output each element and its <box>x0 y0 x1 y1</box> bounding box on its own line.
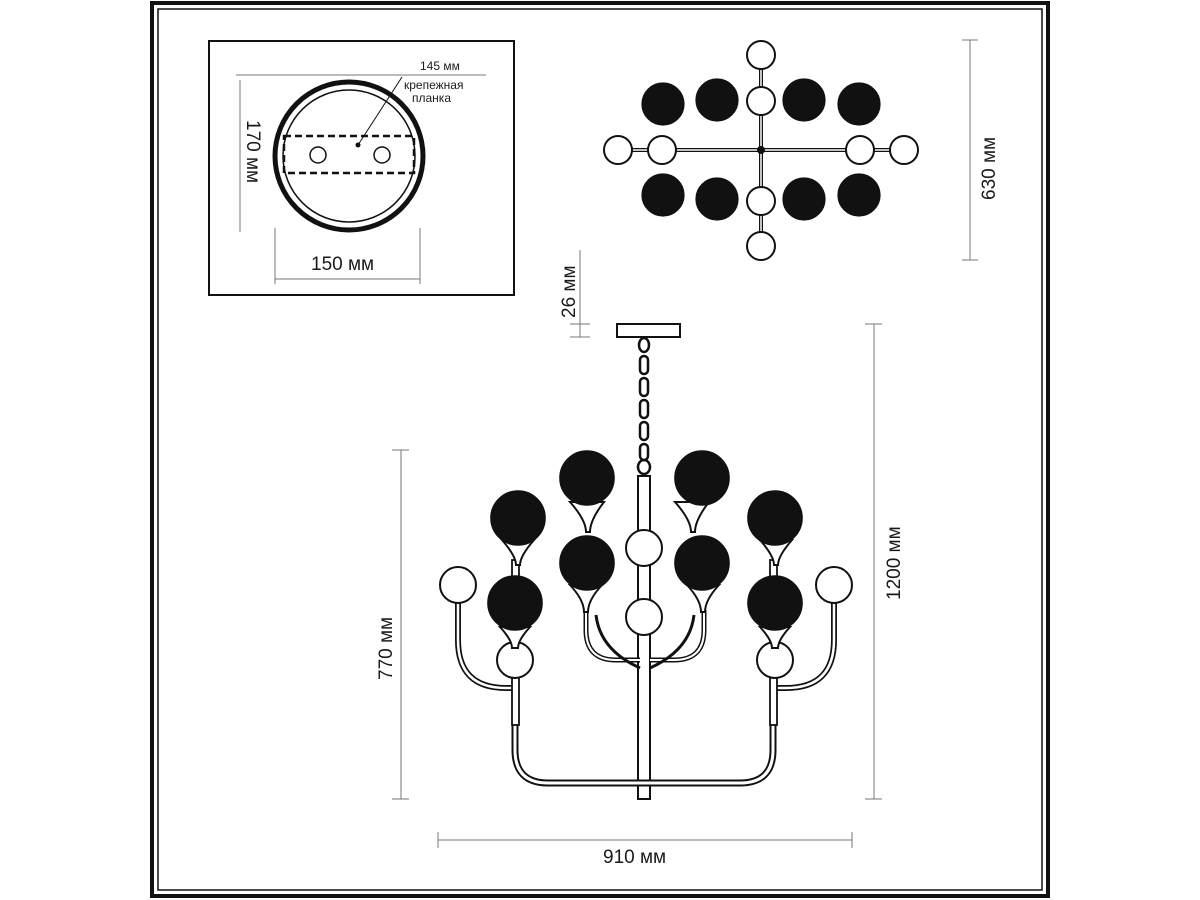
top-white-globe <box>746 86 776 116</box>
mount-height-label: 170 мм <box>242 120 263 183</box>
front-mesh-globe <box>674 535 730 591</box>
front-white-globe <box>439 566 477 604</box>
mount-view: 145 мм крепежная планка 170 мм 150 мм <box>208 40 515 296</box>
front-mesh-globe <box>747 490 803 546</box>
top-mesh-globe <box>837 82 881 126</box>
drawing-frame <box>150 1 1050 898</box>
top-mesh-globe <box>641 82 685 126</box>
front-white-globe <box>625 529 663 567</box>
top-white-globe <box>845 135 875 165</box>
top-mesh-globe <box>782 177 826 221</box>
canopy-height-label: 26 мм <box>559 265 580 318</box>
bracket-leader-line <box>357 76 403 146</box>
total-height-label: 1200 мм <box>884 526 905 600</box>
bracket-label-line2: планка <box>412 91 451 105</box>
front-white-globe <box>625 598 663 636</box>
top-mesh-globe <box>641 173 685 217</box>
front-white-globe <box>815 566 853 604</box>
mounting-hole-left <box>309 146 327 164</box>
globe-holders <box>497 501 795 649</box>
front-mesh-globe <box>674 450 730 506</box>
top-mesh-globe <box>695 78 739 122</box>
top-white-globe <box>603 135 633 165</box>
mounting-bracket <box>282 134 416 175</box>
top-hub <box>757 146 765 154</box>
top-white-globe <box>746 40 776 70</box>
canopy-outer-circle <box>272 79 426 233</box>
front-mesh-globe <box>747 575 803 631</box>
top-white-globe <box>746 186 776 216</box>
top-white-globe <box>746 231 776 261</box>
top-view: 630 мм <box>603 39 1000 261</box>
top-mesh-globe <box>782 78 826 122</box>
front-mesh-globe <box>487 575 543 631</box>
plate-width-label: 145 мм <box>420 59 460 73</box>
mount-width-label: 150 мм <box>311 254 374 275</box>
front-width-label: 910 мм <box>603 847 666 868</box>
front-view: 26 мм 1200 мм 770 мм 910 мм <box>376 250 905 868</box>
central-rod <box>637 475 651 800</box>
front-mesh-globe <box>490 490 546 546</box>
ceiling-canopy <box>616 323 681 338</box>
mounting-hole-right <box>373 146 391 164</box>
top-mesh-globe <box>837 173 881 217</box>
body-height-label: 770 мм <box>376 617 397 680</box>
bracket-label-line1: крепежная <box>404 78 463 92</box>
top-mesh-globe <box>695 177 739 221</box>
suspension-chain <box>636 336 652 476</box>
top-white-globe <box>647 135 677 165</box>
front-mesh-globe <box>559 450 615 506</box>
top-white-globe <box>889 135 919 165</box>
front-mesh-globe <box>559 535 615 591</box>
top-depth-label: 630 мм <box>979 137 1000 200</box>
